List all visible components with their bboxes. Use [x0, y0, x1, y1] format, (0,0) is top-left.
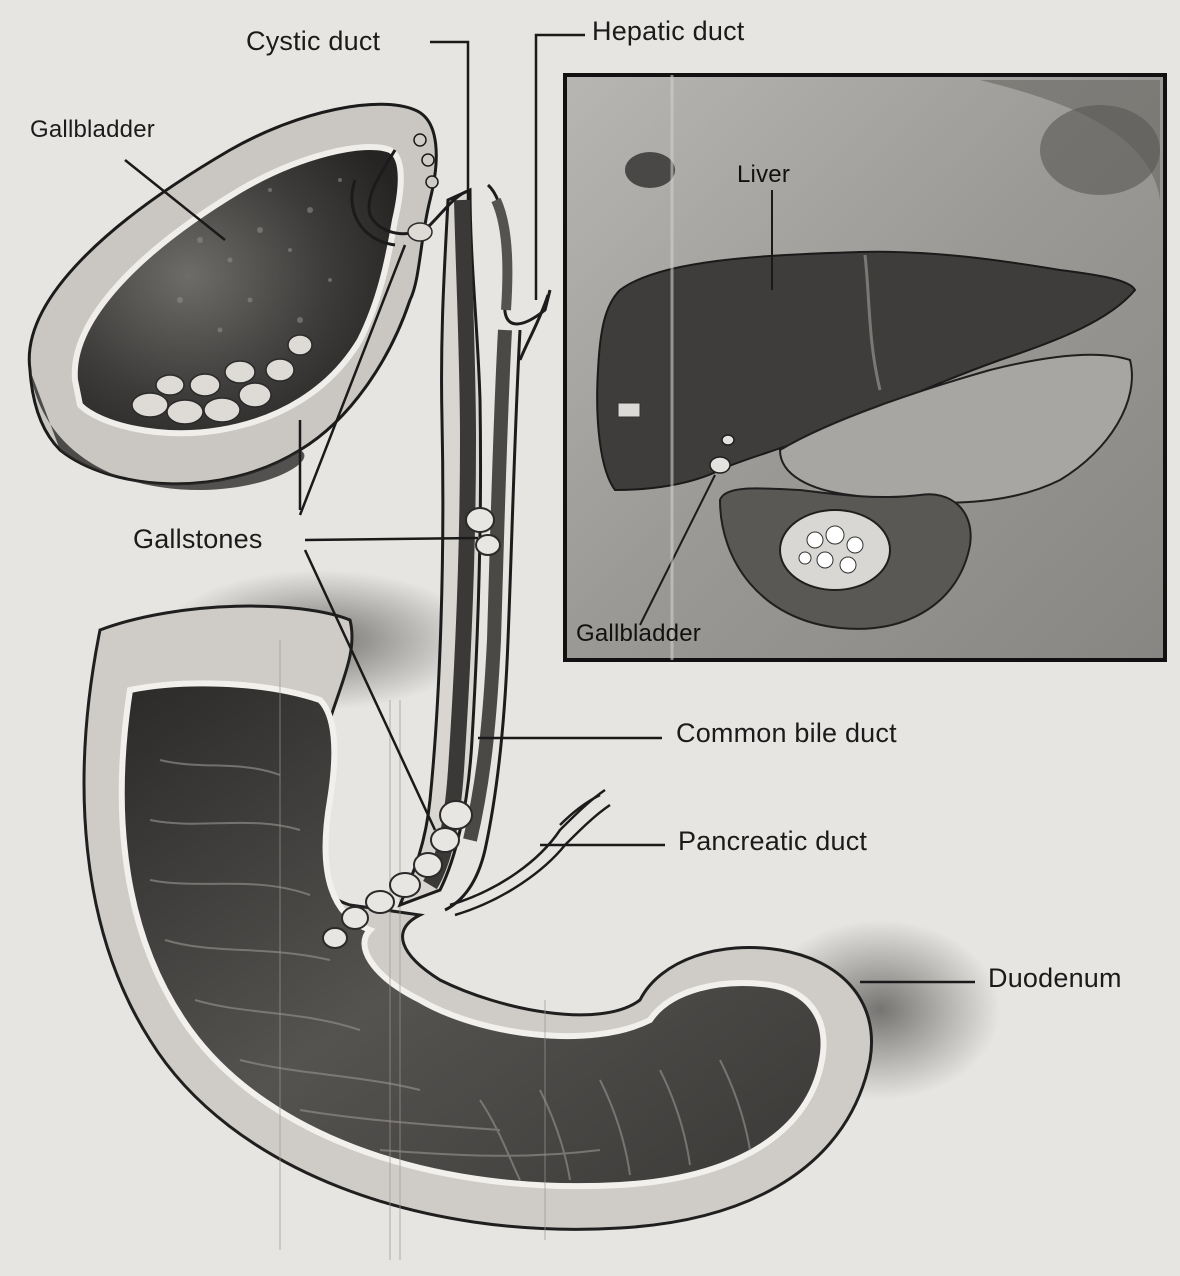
hepatic-duct-label: Hepatic duct [592, 18, 744, 45]
cystic-duct-label: Cystic duct [246, 28, 380, 55]
pancreatic-duct-label: Pancreatic duct [678, 828, 867, 855]
duodenum-label: Duodenum [988, 965, 1122, 992]
gallbladder-shape [29, 104, 470, 490]
inset-liver-image [565, 75, 1165, 660]
common-bile-duct-label: Common bile duct [676, 720, 897, 747]
gallstones-label: Gallstones [133, 526, 263, 553]
inset-gallbladder-label: Gallbladder [576, 622, 701, 646]
duodenum-shape [84, 606, 871, 1260]
inset-liver-label: Liver [737, 163, 790, 187]
gallbladder-label: Gallbladder [30, 118, 155, 142]
